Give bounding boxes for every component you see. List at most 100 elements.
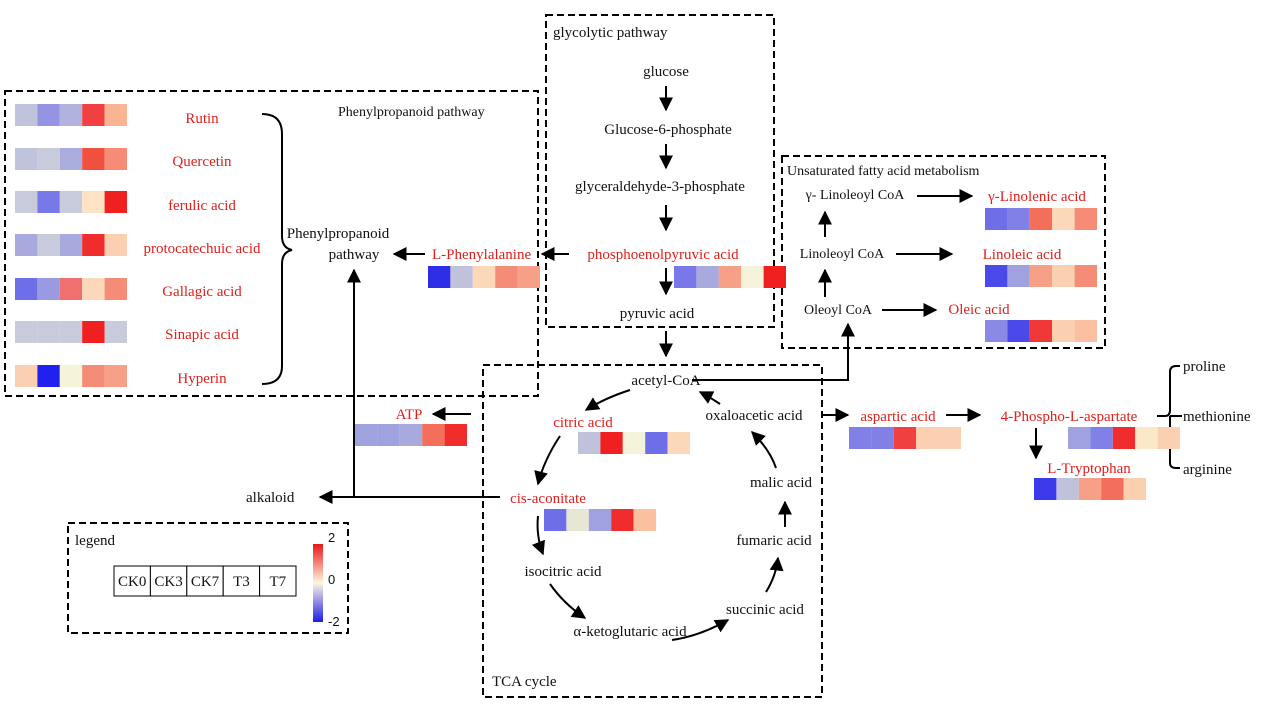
tca-title: TCA cycle xyxy=(492,674,557,690)
node-g6p: Glucose-6-phosphate xyxy=(604,122,732,138)
node-methionine: methionine xyxy=(1183,409,1251,425)
heatmap-cell-protocatechuic-1 xyxy=(15,234,38,256)
heatmap-cell-citric-3 xyxy=(622,432,646,454)
node-linoleic: Linoleic acid xyxy=(983,247,1062,263)
phenylpropanoid-title: Phenylpropanoid pathway xyxy=(338,105,485,120)
heatmap-cell-rutin-1 xyxy=(15,104,38,126)
node-succinic: succinic acid xyxy=(726,602,804,618)
legend-box xyxy=(67,522,349,634)
node-malic: malic acid xyxy=(750,475,813,491)
node-atp: ATP xyxy=(396,407,423,423)
heatmap-cell-tryptophan-5 xyxy=(1123,478,1146,500)
heatmap-cell-phenylalanine-2 xyxy=(450,266,473,288)
arrow-citric-cisaconitate xyxy=(534,435,561,486)
legend-title: legend xyxy=(75,533,115,549)
heatmap-cell-cis-aconitate-5 xyxy=(633,509,656,531)
heatmap-cell-gallagic-4 xyxy=(82,278,105,300)
arrow-succinic-fumaric xyxy=(765,556,784,593)
heatmap-cell-sinapic-2 xyxy=(37,321,60,343)
node-phospho-aspartate: 4-Phospho-L-aspartate xyxy=(1001,409,1138,425)
heatmap-cell-sinapic-3 xyxy=(59,321,83,343)
node-gl-coa: γ- Linoleoyl CoA xyxy=(805,188,906,203)
heatmap-cell-linoleic-4 xyxy=(1052,265,1075,287)
heatmap-cell-pep-2 xyxy=(696,266,719,288)
heatmap-cell-phospho-aspartate-1 xyxy=(1068,427,1091,449)
heatmap-cell-tryptophan-3 xyxy=(1078,478,1102,500)
arrow-isocitric-akg xyxy=(549,583,587,619)
node-gallagic: Gallagic acid xyxy=(162,284,242,300)
node-protocatechuic: protocatechuic acid xyxy=(143,241,261,257)
heatmap-cell-gl-acid-2 xyxy=(1007,208,1030,230)
heatmap-cell-gl-acid-4 xyxy=(1052,208,1075,230)
node-ferulic: ferulic acid xyxy=(168,198,236,214)
heatmap-cell-sinapic-1 xyxy=(15,321,38,343)
heatmap-cell-sinapic-4 xyxy=(82,321,105,343)
heatmap-cell-linoleic-5 xyxy=(1074,265,1097,287)
node-g3p: glyceraldehyde-3-phosphate xyxy=(575,179,745,195)
heatmap-cell-gallagic-3 xyxy=(59,278,83,300)
heatmap-cell-oleic-3 xyxy=(1029,320,1053,342)
heatmap-cell-oleic-5 xyxy=(1074,320,1097,342)
node-fumaric: fumaric acid xyxy=(736,533,812,549)
node-glucose: glucose xyxy=(643,64,689,80)
node-pep: phosphoenolpyruvic acid xyxy=(587,247,739,263)
heatmap-cell-citric-2 xyxy=(600,432,623,454)
heatmap-cell-quercetin-4 xyxy=(82,148,105,170)
heatmap-cell-atp-3 xyxy=(399,424,423,446)
heatmap-cell-gl-acid-5 xyxy=(1074,208,1097,230)
node-proline: proline xyxy=(1183,359,1226,375)
heatmap-cell-ferulic-1 xyxy=(15,191,38,213)
node-alkaloid: alkaloid xyxy=(246,490,295,506)
node-pyruvic: pyruvic acid xyxy=(620,306,695,322)
node-acetyl-coa: acetyl-CoA xyxy=(631,373,700,389)
heatmap-cell-protocatechuic-4 xyxy=(82,234,105,256)
heatmap-cell-quercetin-3 xyxy=(59,148,83,170)
heatmap-cell-oleic-1 xyxy=(985,320,1008,342)
tca-region xyxy=(482,364,823,698)
heatmap-cell-rutin-4 xyxy=(82,104,105,126)
node-pp-line1: Phenylpropanoid xyxy=(287,226,390,242)
legend-sample-label-4: T3 xyxy=(233,574,250,590)
phenylpropanoid-brace xyxy=(261,113,293,385)
heatmap-cell-aspartic-3 xyxy=(893,427,917,449)
heatmap-cell-pep-4 xyxy=(741,266,764,288)
heatmap-cell-aspartic-4 xyxy=(916,427,939,449)
heatmap-cell-linoleic-3 xyxy=(1029,265,1053,287)
heatmap-cell-phospho-aspartate-5 xyxy=(1157,427,1180,449)
node-phenylalanine: L-Phenylalanine xyxy=(432,247,531,263)
legend-sample-label-3: CK7 xyxy=(191,574,220,590)
heatmap-cell-aspartic-2 xyxy=(871,427,894,449)
legend-scale-max: 2 xyxy=(328,530,335,545)
heatmap-cell-phospho-aspartate-4 xyxy=(1135,427,1158,449)
node-oxaloacetic: oxaloacetic acid xyxy=(705,408,803,424)
heatmap-cell-cis-aconitate-2 xyxy=(566,509,589,531)
phenylpropanoid-region xyxy=(4,90,539,397)
heatmap-cell-phospho-aspartate-3 xyxy=(1112,427,1136,449)
heatmap-cell-linoleic-2 xyxy=(1007,265,1030,287)
arrow-cisaconitate-isocitric xyxy=(531,515,545,556)
heatmap-cell-pep-1 xyxy=(674,266,697,288)
glycolytic-title: glycolytic pathway xyxy=(553,25,668,41)
legend-sample-label-1: CK0 xyxy=(118,574,146,590)
node-quercetin: Quercetin xyxy=(172,154,232,170)
heatmap-cell-cis-aconitate-3 xyxy=(588,509,612,531)
arrow-oxaloacetic-acetyl xyxy=(698,391,721,405)
node-gl-acid: γ-Linolenic acid xyxy=(987,189,1086,205)
heatmap-group xyxy=(15,104,1180,531)
heatmap-cell-protocatechuic-5 xyxy=(104,234,127,256)
heatmap-cell-atp-4 xyxy=(422,424,445,446)
heatmap-cell-ferulic-3 xyxy=(59,191,83,213)
node-pp-line2: pathway xyxy=(329,247,380,263)
heatmap-cell-quercetin-5 xyxy=(104,148,127,170)
heatmap-cell-citric-5 xyxy=(667,432,690,454)
node-akg: α-ketoglutaric acid xyxy=(573,624,687,640)
heatmap-cell-rutin-5 xyxy=(104,104,127,126)
node-tryptophan: L-Tryptophan xyxy=(1047,461,1131,477)
heatmap-cell-atp-2 xyxy=(377,424,400,446)
heatmap-cell-pep-5 xyxy=(763,266,786,288)
heatmap-cell-phenylalanine-4 xyxy=(495,266,518,288)
heatmap-cell-citric-1 xyxy=(578,432,601,454)
node-oleic: Oleic acid xyxy=(948,302,1010,318)
